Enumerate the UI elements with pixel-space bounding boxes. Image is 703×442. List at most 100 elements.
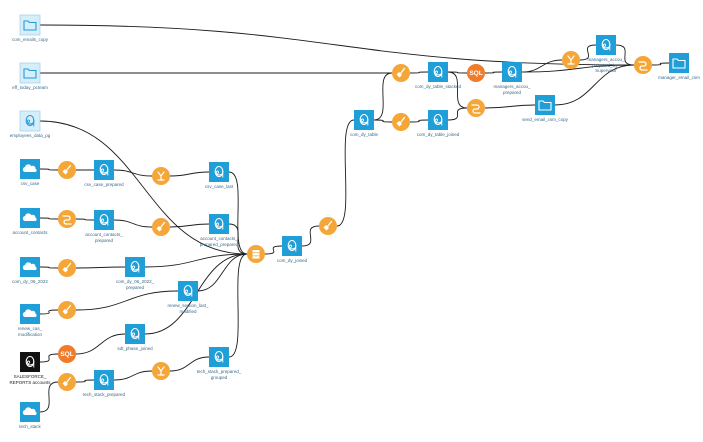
dataset-node[interactable] <box>428 62 448 82</box>
recipe-circle <box>58 345 76 363</box>
dataset-node[interactable] <box>178 281 198 301</box>
flow-edge <box>39 120 248 255</box>
dataset-node[interactable] <box>20 402 40 422</box>
recipe-node[interactable] <box>152 362 170 380</box>
recipe-node[interactable] <box>58 259 76 277</box>
dataset-node[interactable] <box>428 110 448 130</box>
dataset-node[interactable] <box>209 162 229 182</box>
dataset-node[interactable] <box>19 110 41 132</box>
dataset-label: com_dy_06_2022 <box>12 279 48 284</box>
recipe-node[interactable] <box>247 245 265 263</box>
dataset-node[interactable] <box>502 62 522 82</box>
recipe-node[interactable] <box>319 217 337 235</box>
flow-edge <box>615 44 635 66</box>
dataset-label: managers_accou_ prepared <box>493 84 531 95</box>
recipe-node[interactable] <box>634 56 652 74</box>
recipe-node[interactable] <box>58 161 76 179</box>
dataset-node[interactable] <box>282 236 302 256</box>
flow-edge <box>447 71 468 109</box>
flow-edge <box>521 59 563 73</box>
dataset-node[interactable] <box>20 208 40 228</box>
recipe-node[interactable]: SQL <box>58 345 76 363</box>
dataset-node[interactable] <box>19 62 41 84</box>
dataset-label: employees_data_pg <box>9 133 51 138</box>
dataset-label: managers_accou_ prepared_by_ Supervisor <box>587 57 625 73</box>
recipe-node[interactable] <box>58 373 76 391</box>
dataset-label: sdt_phase_joined <box>117 346 153 351</box>
dataset-node[interactable] <box>125 324 145 344</box>
dataset-label: tech_stack_prepared <box>82 392 126 397</box>
flow-edge <box>75 333 126 355</box>
recipe-node[interactable] <box>58 210 76 228</box>
flow-edge <box>113 370 153 381</box>
dataset-label: tech_stack_prepared_ grouped <box>196 369 242 380</box>
flow-edge <box>113 169 153 177</box>
recipe-circle <box>467 99 485 117</box>
flow-edge <box>169 223 210 228</box>
dataset-label: account_contacts_ prepared <box>85 232 123 243</box>
dataset-label: SALESFORCE_ REPORTS accounts <box>9 374 51 385</box>
dataset-node[interactable] <box>209 214 229 234</box>
flow-edge <box>197 253 248 292</box>
dataset-label: account_contacts_ prepared_prepared <box>199 236 239 247</box>
recipe-node[interactable] <box>58 301 76 319</box>
flow-edge <box>228 253 248 358</box>
flow-edge <box>554 64 635 106</box>
flow-edge <box>39 24 635 66</box>
flow-edge <box>264 245 283 255</box>
dataset-box <box>535 95 555 115</box>
dataset-node[interactable] <box>125 257 145 277</box>
dataset-label: manager_email_csm <box>658 75 700 80</box>
dataset-node[interactable] <box>20 159 40 179</box>
recipe-node[interactable] <box>152 218 170 236</box>
recipe-node[interactable] <box>392 113 410 131</box>
recipe-circle <box>634 56 652 74</box>
flow-edge <box>228 223 248 255</box>
flow-edge <box>39 168 59 171</box>
stack-icon <box>252 250 260 259</box>
dataset-box <box>19 62 41 84</box>
dataset-node[interactable] <box>535 95 555 115</box>
dataset-box <box>19 14 41 36</box>
flow-edge <box>373 72 393 121</box>
flow-edge <box>75 379 95 383</box>
recipe-node[interactable] <box>467 99 485 117</box>
dataset-node[interactable] <box>94 210 114 230</box>
flow-edge <box>39 266 59 269</box>
flow-edge <box>484 71 503 74</box>
dataset-label: com_dy_table_joined <box>416 132 460 137</box>
flow-edge <box>75 218 95 221</box>
dataset-node[interactable] <box>354 110 374 130</box>
flow-edge <box>336 119 355 227</box>
dataset-node[interactable] <box>209 347 229 367</box>
flow-edge <box>39 309 59 315</box>
dataset-node[interactable] <box>20 352 40 372</box>
dataset-label: com_dy_06_2022_ prepared <box>115 279 155 290</box>
dataset-node[interactable] <box>669 53 689 73</box>
dataset-label: com_emails_copy <box>11 37 49 42</box>
flow-edge <box>579 44 597 61</box>
flow-edge <box>409 71 429 74</box>
dataset-node[interactable] <box>94 370 114 390</box>
dataset-node[interactable] <box>20 304 40 324</box>
flow-edge <box>75 290 179 311</box>
recipe-node[interactable] <box>562 51 580 69</box>
dataset-node[interactable] <box>19 14 41 36</box>
dataset-node[interactable] <box>596 35 616 55</box>
dataset-label: account_contacts <box>12 230 48 235</box>
flow-edge <box>39 217 59 220</box>
recipe-node[interactable] <box>392 64 410 82</box>
sql-icon: SQL <box>469 70 482 77</box>
recipe-circle <box>467 64 485 82</box>
dataset-node[interactable] <box>94 160 114 180</box>
flow-edge <box>409 119 429 123</box>
dataset-label: com_dy_table <box>349 132 379 137</box>
flow-edge <box>39 381 59 413</box>
dataset-label: com_dy_joined <box>276 258 308 263</box>
recipe-node[interactable] <box>152 167 170 185</box>
dataset-node[interactable] <box>20 257 40 277</box>
flow-edge <box>113 219 153 228</box>
dataset-label: eff_today_pcteam <box>12 85 48 90</box>
recipe-node[interactable]: SQL <box>467 64 485 82</box>
